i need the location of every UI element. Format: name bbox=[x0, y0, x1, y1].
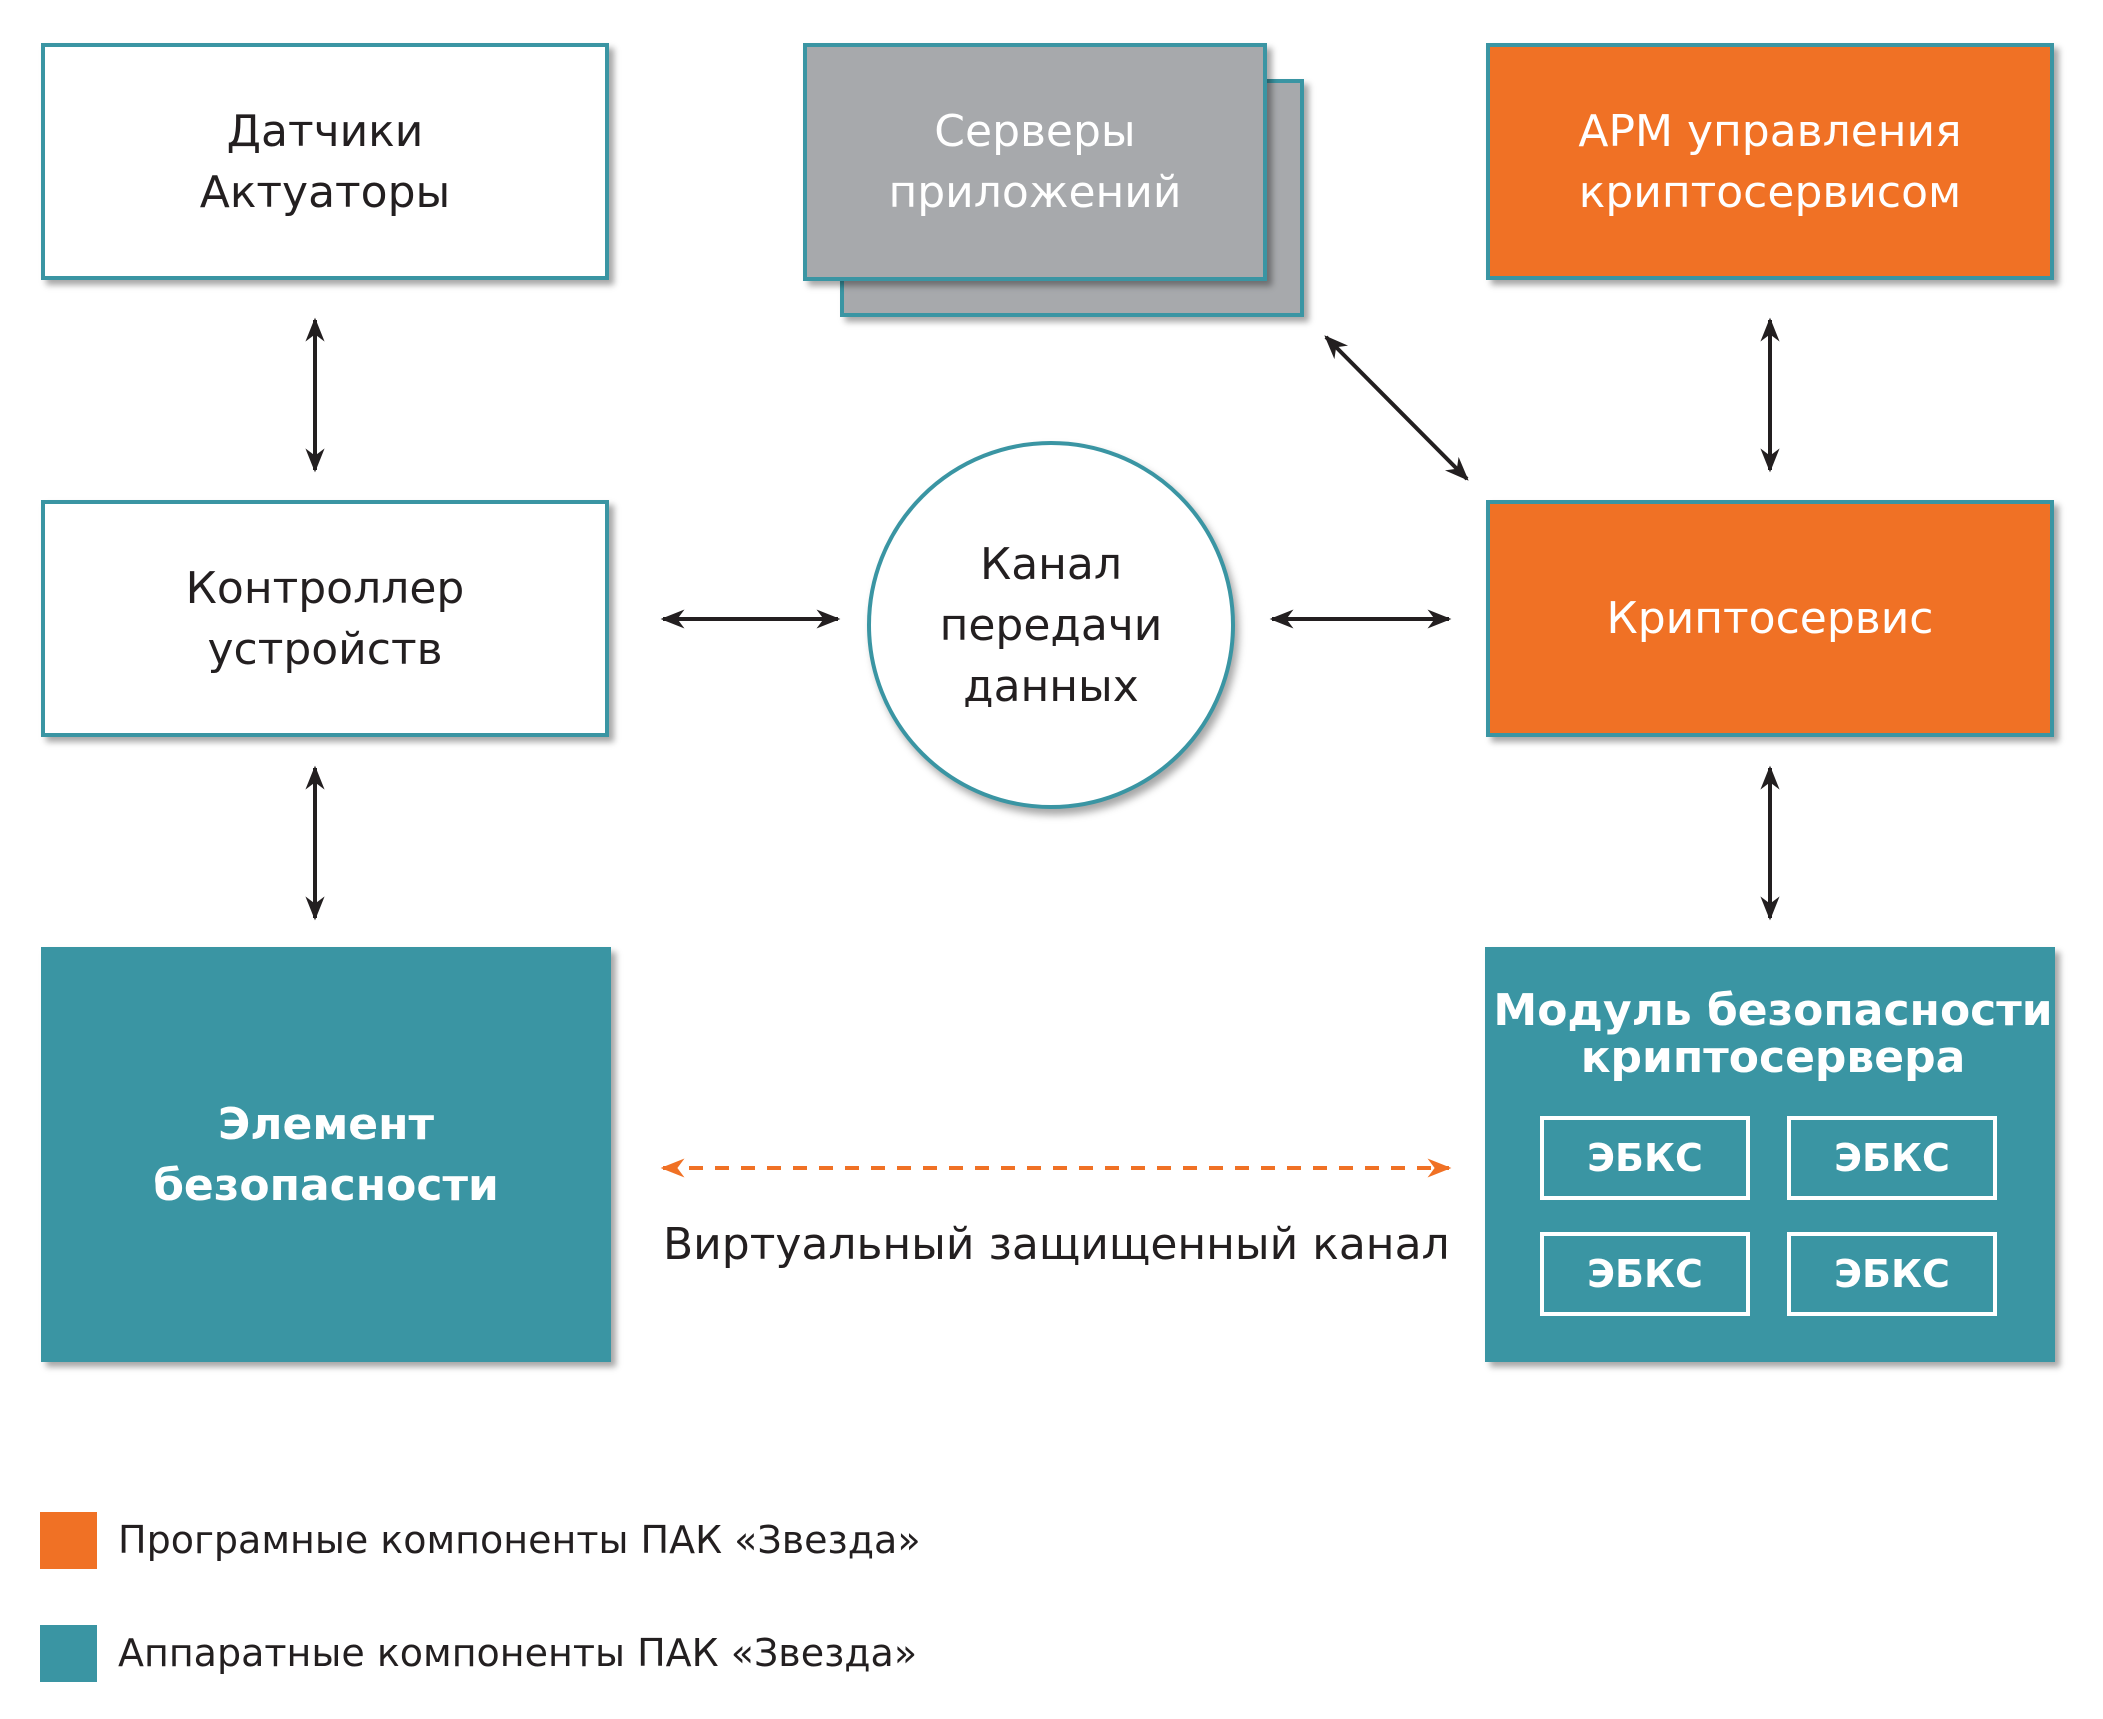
data-channel-circle: Канал передачи данных bbox=[867, 441, 1235, 809]
ebks-cell: ЭБКС bbox=[1540, 1116, 1750, 1200]
arm-line2: криптосервисом bbox=[1578, 166, 1962, 218]
sensors-actuators-box: Датчики Актуаторы bbox=[41, 43, 609, 280]
ebks-label: ЭБКС bbox=[1834, 1252, 1950, 1296]
ebks-cell: ЭБКС bbox=[1787, 1116, 1997, 1200]
app-servers-line2: приложений bbox=[888, 167, 1182, 218]
data-channel-line3: данных bbox=[963, 660, 1139, 712]
virtual-channel-label: Виртуальный защищенный канал bbox=[663, 1219, 1450, 1270]
arm-line1: АРМ управления bbox=[1578, 105, 1962, 157]
ebks-cell: ЭБКС bbox=[1540, 1232, 1750, 1316]
app-servers-line1: Серверы bbox=[934, 106, 1136, 157]
app-servers-box: Серверы приложений bbox=[803, 43, 1267, 281]
security-module-line1: Модуль безопасности bbox=[1493, 985, 2053, 1036]
ebks-label: ЭБКС bbox=[1587, 1252, 1703, 1296]
legend-label-software: Програмные компоненты ПАК «Звезда» bbox=[118, 1518, 921, 1562]
sensors-label: Датчики bbox=[226, 105, 424, 157]
security-element-line2: безопасности bbox=[153, 1159, 499, 1211]
security-module-title: Модуль безопасности криптосервера bbox=[1485, 987, 2061, 1081]
cryptoservice-label: Криптосервис bbox=[1606, 593, 1934, 644]
security-module-line2: криптосервера bbox=[1580, 1032, 1966, 1083]
actuators-label: Актуаторы bbox=[199, 166, 451, 218]
ebks-label: ЭБКС bbox=[1587, 1136, 1703, 1180]
legend-swatch-hardware bbox=[40, 1625, 97, 1682]
device-controller-line1: Контроллер bbox=[185, 562, 465, 614]
crypto-server-security-module-box bbox=[1485, 947, 2055, 1362]
ebks-cell: ЭБКС bbox=[1787, 1232, 1997, 1316]
device-controller-line2: устройств bbox=[207, 623, 443, 675]
ebks-label: ЭБКС bbox=[1834, 1136, 1950, 1180]
data-channel-line2: передачи bbox=[939, 599, 1163, 651]
device-controller-box: Контроллер устройств bbox=[41, 500, 609, 737]
arrow-servers-cryptoservice bbox=[1324, 335, 1469, 481]
security-element-line1: Элемент bbox=[217, 1098, 435, 1150]
arm-box: АРМ управления криптосервисом bbox=[1486, 43, 2054, 280]
cryptoservice-box: Криптосервис bbox=[1486, 500, 2054, 737]
security-element-box: Элемент безопасности bbox=[41, 947, 611, 1362]
legend-label-hardware: Аппаратные компоненты ПАК «Звезда» bbox=[118, 1631, 918, 1675]
legend-swatch-software bbox=[40, 1512, 97, 1569]
data-channel-line1: Канал bbox=[979, 538, 1123, 590]
